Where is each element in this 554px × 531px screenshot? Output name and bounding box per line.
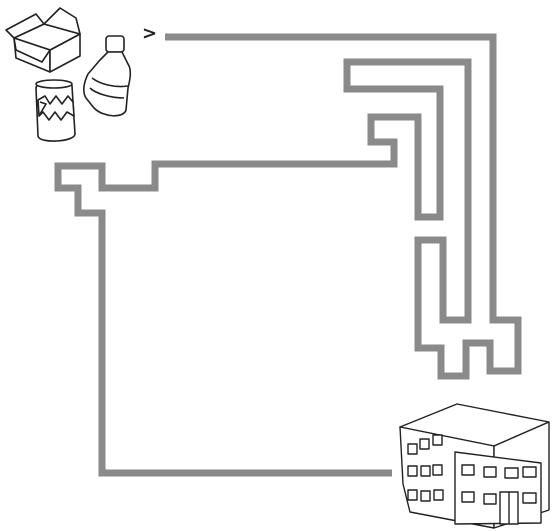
building-icon [400,404,549,528]
start-marker: > [142,23,157,44]
building-front-wing [455,452,541,524]
can-icon [36,80,75,141]
bottle-icon [84,36,130,116]
box-icon [6,8,80,72]
